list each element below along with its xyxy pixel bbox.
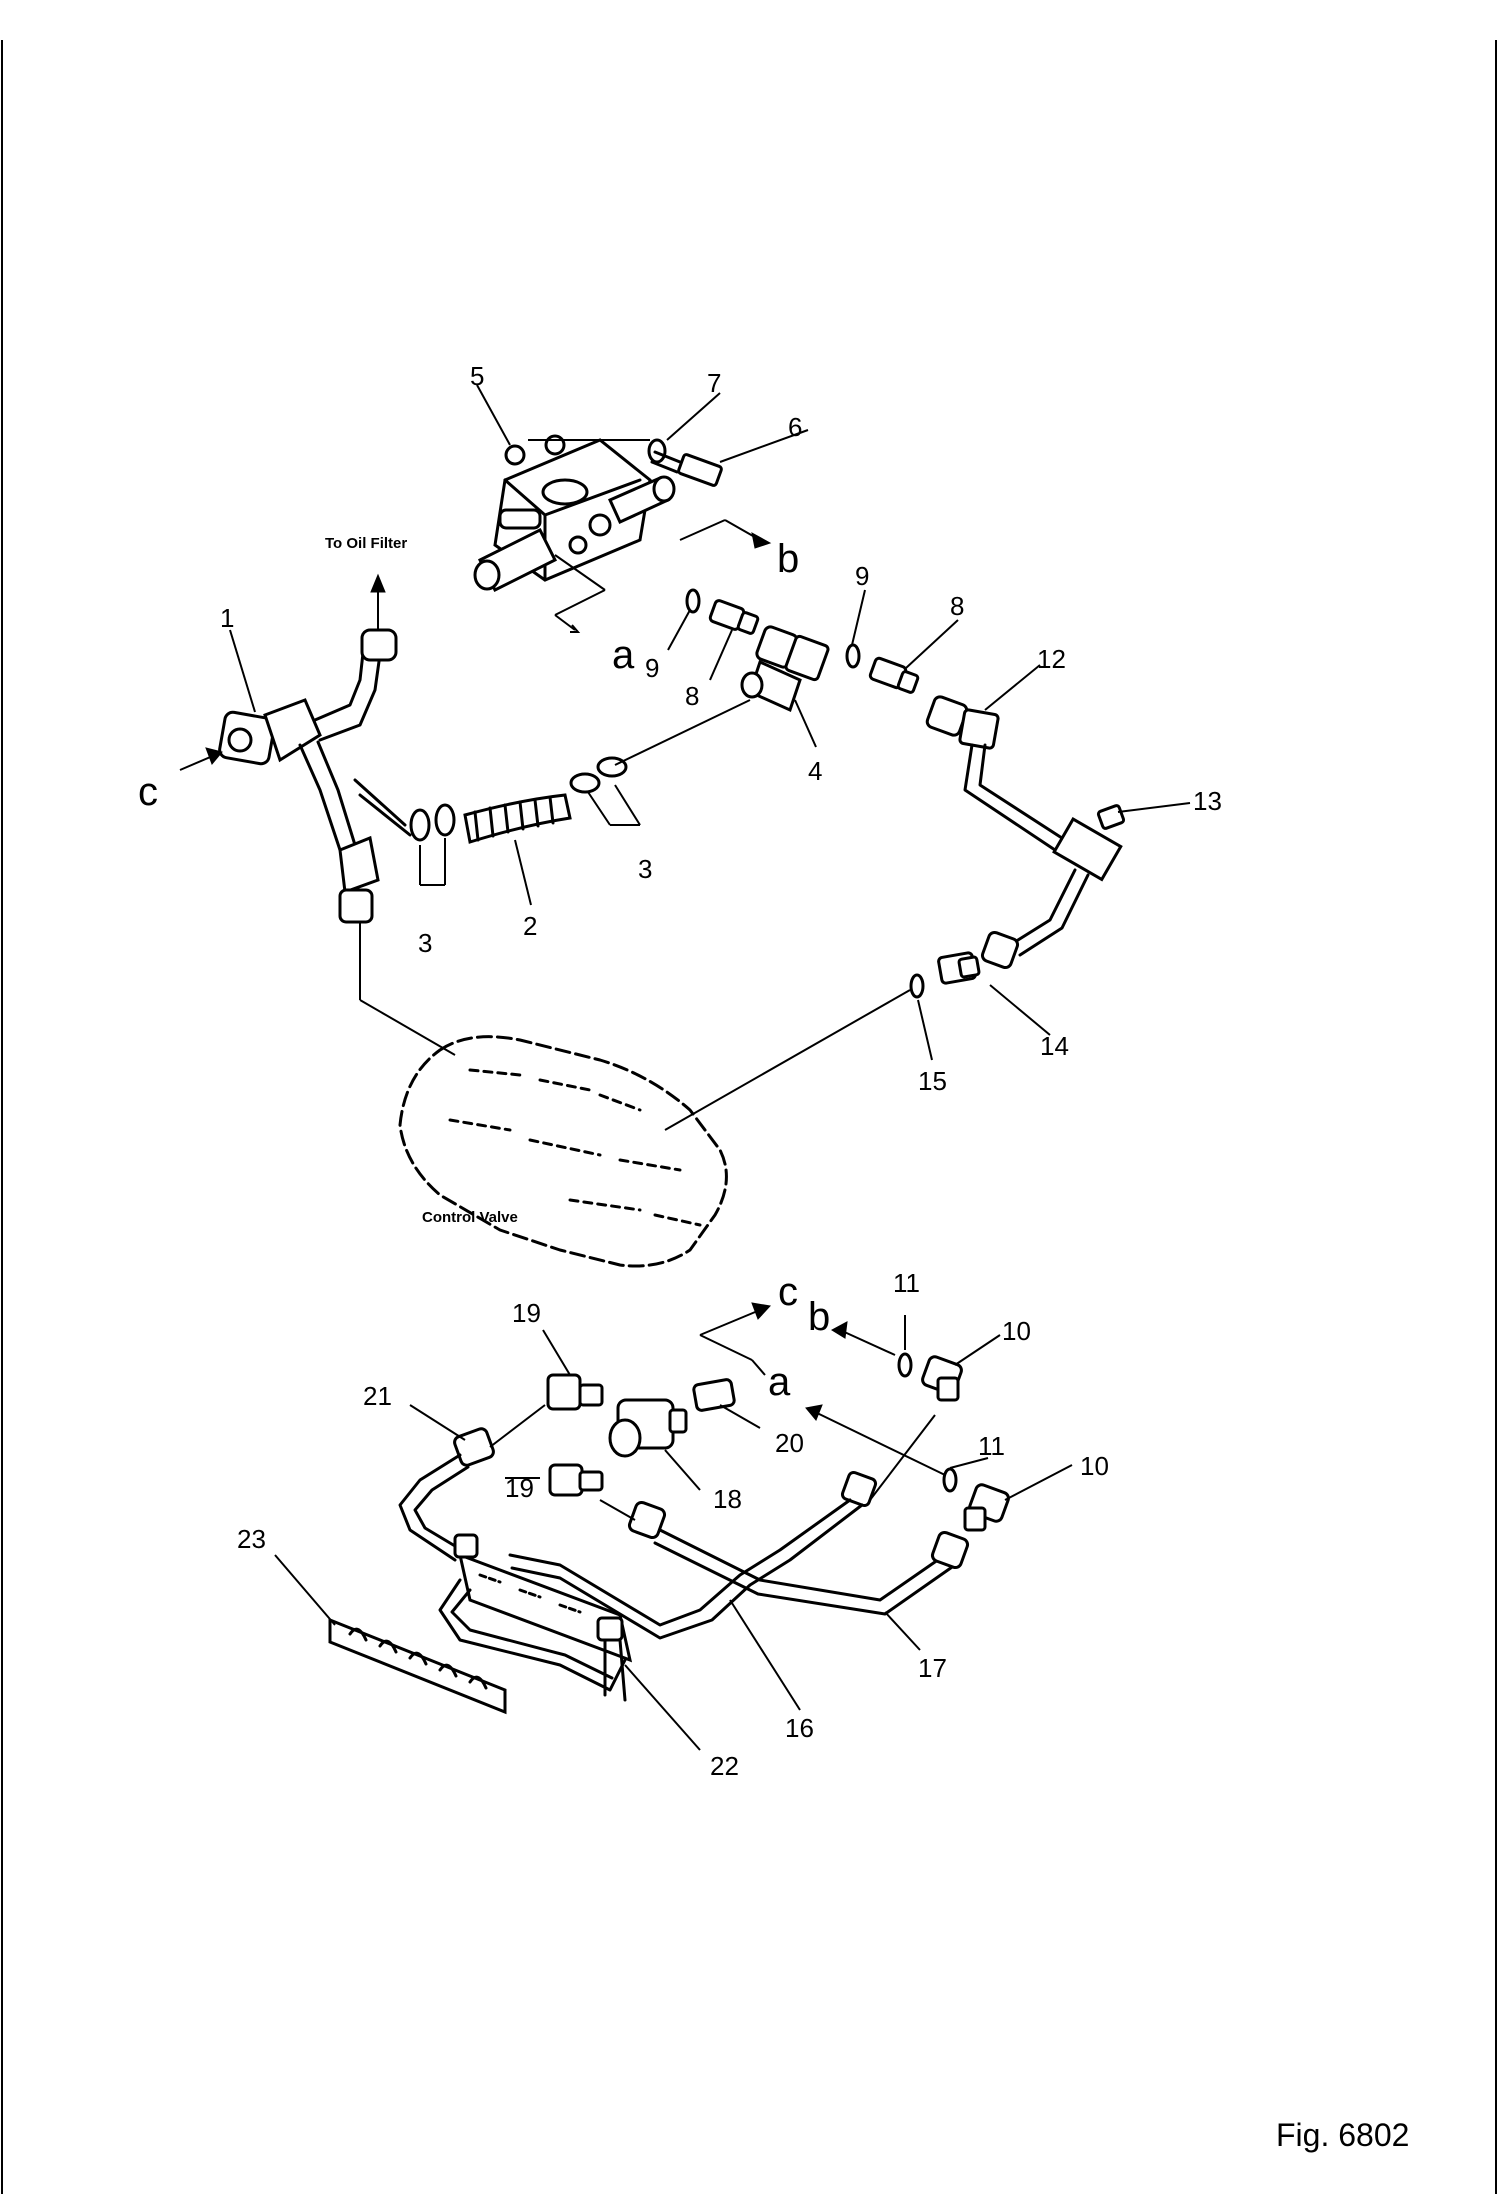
label-part-8: 8: [685, 681, 699, 711]
bracket: [328, 1617, 507, 1715]
label-part-3: 3: [638, 854, 652, 884]
label-part-3: 3: [418, 928, 432, 958]
elbow: [740, 625, 830, 713]
label-part-10: 10: [1002, 1316, 1031, 1346]
control-valve: [398, 1035, 728, 1268]
label-part-19: 19: [505, 1473, 534, 1503]
manifold-block: [473, 434, 676, 593]
label-part-15: 15: [918, 1066, 947, 1096]
elbow-10-upper: [921, 1355, 963, 1402]
label-part-23: 23: [237, 1524, 266, 1554]
o-ring: [909, 973, 925, 999]
clamp: [409, 808, 431, 842]
label-part-19: 19: [512, 1298, 541, 1328]
label-part-2: 2: [523, 911, 537, 941]
label-part-21: 21: [363, 1381, 392, 1411]
ref-a: a: [612, 633, 635, 677]
ref-c: c: [138, 770, 158, 814]
plug: [1096, 804, 1126, 830]
tube-1: [218, 628, 412, 924]
valve: [608, 1398, 688, 1458]
label-part-9: 9: [855, 561, 869, 591]
manifold-22: [438, 1533, 633, 1702]
label-part-6: 6: [788, 412, 802, 442]
o-ring: [897, 1352, 913, 1378]
label-part-14: 14: [1040, 1031, 1069, 1061]
leader-lines-upper: [179, 384, 1191, 1131]
connector: [868, 656, 920, 694]
label-part-10: 10: [1080, 1451, 1109, 1481]
label-part-12: 12: [1037, 644, 1066, 674]
tube-12: [925, 695, 1123, 970]
clamp: [569, 772, 601, 794]
clamp: [434, 803, 456, 837]
ref-b: b: [808, 1295, 830, 1339]
part-labels: 5 7 6 1 9 8 12 9 8 4 13 3 2 3 14 15 19 1…: [220, 361, 1222, 1781]
label-part-11: 11: [978, 1431, 1005, 1461]
label-part-4: 4: [808, 756, 822, 786]
reference-letters: b a c c b a: [138, 537, 830, 1404]
tube-16: [508, 1470, 878, 1640]
label-part-20: 20: [775, 1428, 804, 1458]
tee-lower: [548, 1463, 604, 1497]
o-ring: [845, 643, 861, 669]
label-part-17: 17: [918, 1653, 947, 1683]
label-part-18: 18: [713, 1484, 742, 1514]
label-part-1: 1: [220, 603, 234, 633]
connector-20: [692, 1378, 736, 1412]
label-part-5: 5: [470, 361, 484, 391]
tube-21: [398, 1427, 495, 1562]
label-part-8: 8: [950, 591, 964, 621]
note-control-valve: Control Valve: [422, 1209, 518, 1226]
label-part-16: 16: [785, 1713, 814, 1743]
bolt: [650, 450, 723, 487]
leader-lines-lower: [274, 1302, 1073, 1751]
ref-b: b: [777, 537, 799, 581]
clamp: [596, 756, 628, 778]
label-part-11: 11: [893, 1268, 920, 1298]
connector: [708, 599, 760, 635]
o-ring: [685, 588, 701, 614]
figure-label: Fig. 6802: [1276, 2117, 1409, 2153]
elbow-10-lower: [963, 1483, 1010, 1532]
connector-14: [937, 951, 981, 985]
label-part-9: 9: [645, 653, 659, 683]
label-part-7: 7: [707, 368, 721, 398]
label-part-22: 22: [710, 1751, 739, 1781]
tube-17: [627, 1500, 970, 1616]
o-ring: [942, 1467, 958, 1493]
hose: [463, 793, 572, 844]
label-part-13: 13: [1193, 786, 1222, 816]
washer: [647, 438, 667, 464]
ref-c: c: [778, 1270, 798, 1314]
ref-a: a: [768, 1360, 791, 1404]
tee-upper: [546, 1373, 604, 1411]
note-to-oil-filter: To Oil Filter: [325, 535, 407, 552]
